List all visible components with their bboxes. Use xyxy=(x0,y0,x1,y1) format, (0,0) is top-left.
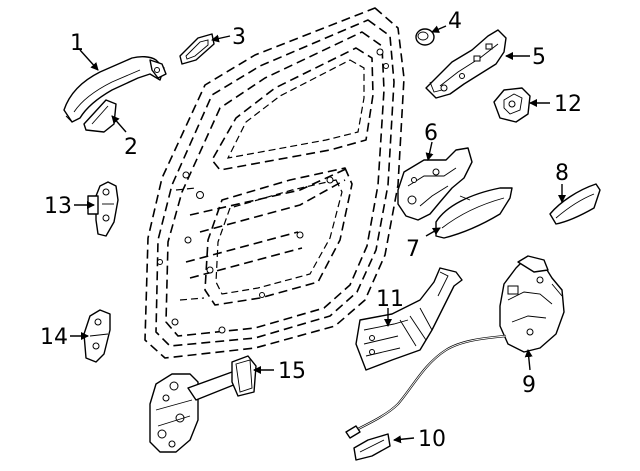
callout-2: 2 xyxy=(124,135,138,160)
cable-clip xyxy=(353,433,391,461)
callout-5: 5 xyxy=(532,45,546,70)
handle-cover xyxy=(83,99,117,133)
lock-cable-bracket xyxy=(355,267,463,371)
callout-labels: 1 2 3 4 5 6 7 8 9 10 11 12 13 14 15 xyxy=(40,9,582,452)
callout-15: 15 xyxy=(278,359,306,384)
callout-3: 3 xyxy=(232,25,246,50)
handle-trim-cover xyxy=(549,183,601,225)
latch-cable xyxy=(345,334,507,439)
handle-bracket xyxy=(425,29,507,99)
inside-door-handle xyxy=(435,187,513,239)
callout-1: 1 xyxy=(70,31,84,56)
callout-7: 7 xyxy=(406,237,420,262)
outside-door-handle xyxy=(63,55,167,123)
handle-gasket xyxy=(179,33,215,65)
callout-14: 14 xyxy=(40,325,68,350)
callout-4: 4 xyxy=(448,9,462,34)
callout-13: 13 xyxy=(44,194,72,219)
callout-6: 6 xyxy=(424,121,438,146)
door-check xyxy=(149,355,257,453)
callout-11: 11 xyxy=(376,287,404,312)
callout-8: 8 xyxy=(555,161,569,186)
lock-striker-cover xyxy=(493,87,531,123)
hole-plug xyxy=(415,28,435,46)
callout-10: 10 xyxy=(418,427,446,452)
door-latch-actuator xyxy=(499,255,565,353)
lower-hinge xyxy=(83,309,111,363)
upper-hinge xyxy=(87,181,119,237)
callout-leaders xyxy=(70,25,566,444)
door-frame xyxy=(144,7,405,359)
callout-9: 9 xyxy=(522,373,536,398)
callout-12: 12 xyxy=(554,92,582,117)
